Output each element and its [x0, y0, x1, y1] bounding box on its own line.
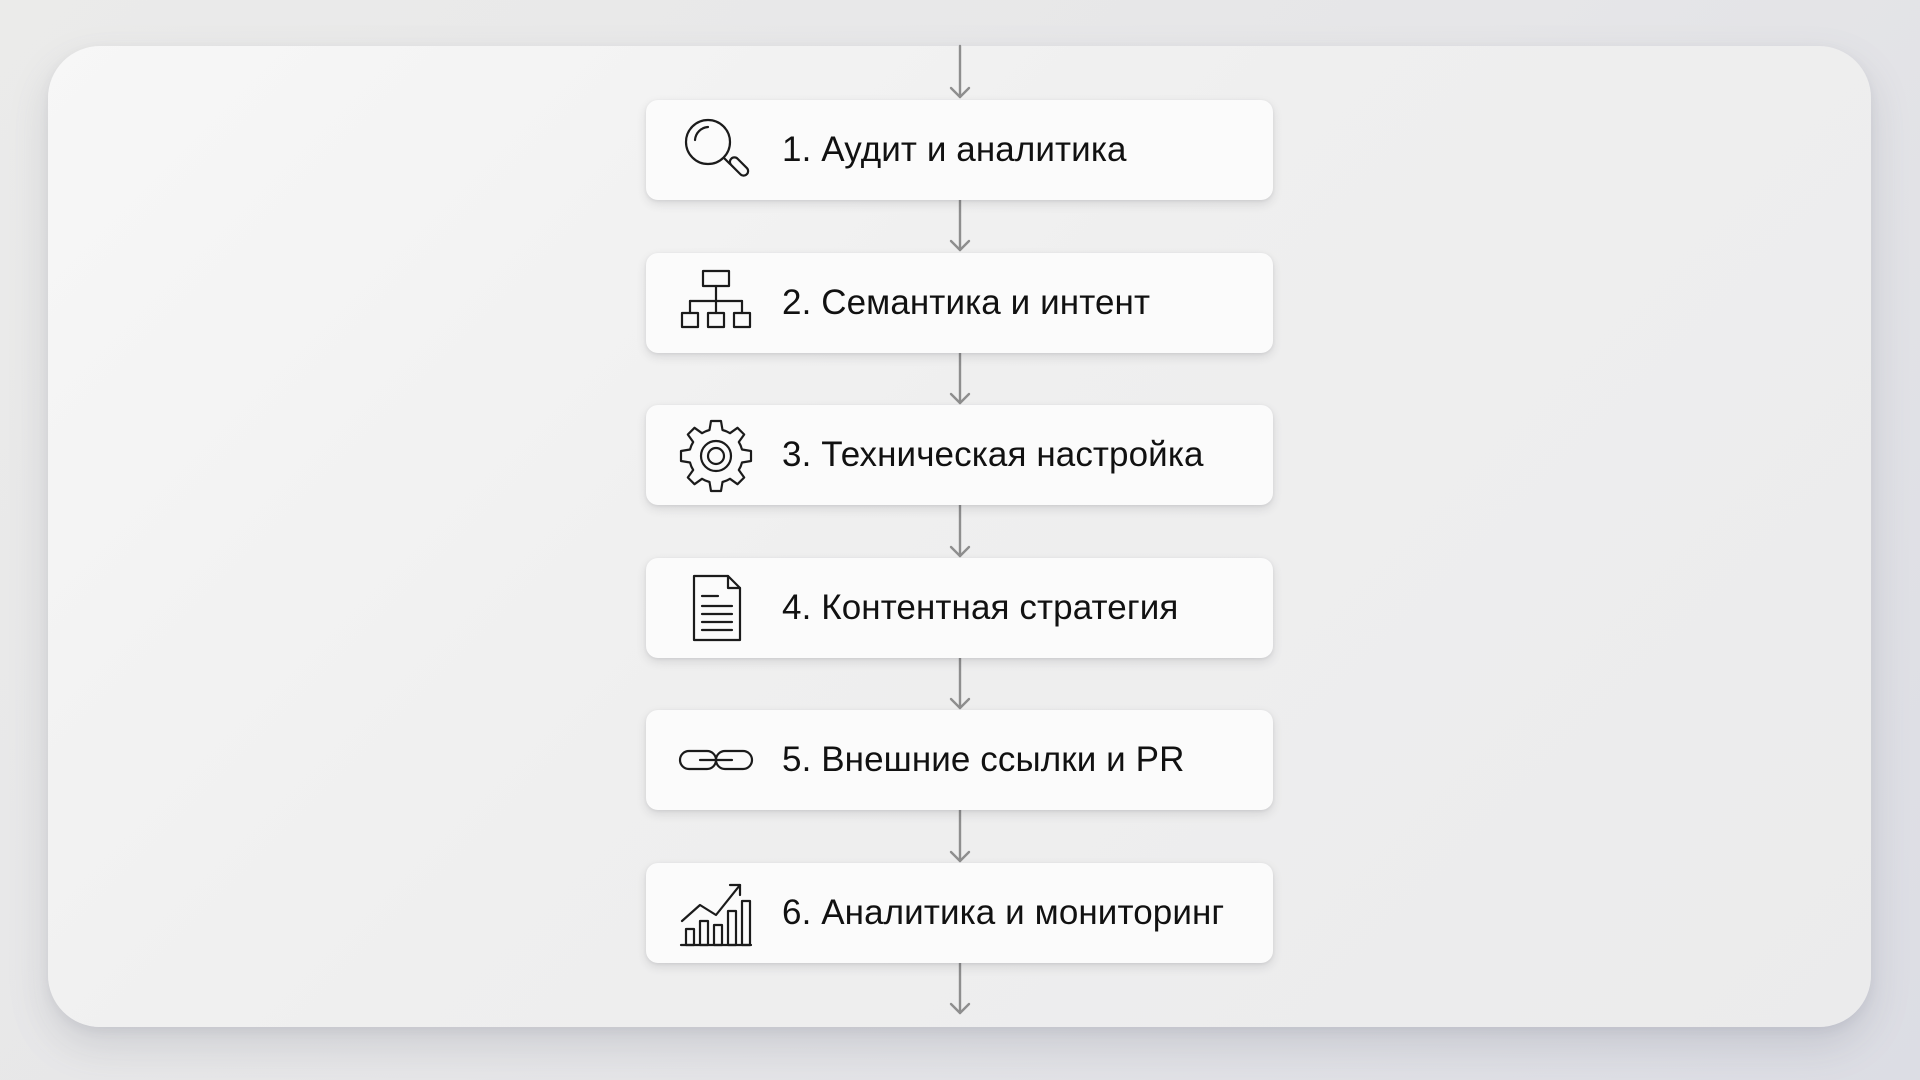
step-card-audit: 1. Аудит и аналитика — [646, 100, 1273, 200]
link-icon — [678, 722, 754, 798]
step-card-technical: 3. Техническая настройка — [646, 405, 1273, 505]
step-card-content: 4. Контентная стратегия — [646, 558, 1273, 658]
hierarchy-icon — [678, 265, 754, 341]
step-label-semantics: 2. Семантика и интент — [782, 283, 1151, 322]
step-label-monitoring: 6. Аналитика и мониторинг — [782, 893, 1225, 932]
step-card-links: 5. Внешние ссылки и PR — [646, 710, 1273, 810]
step-label-audit: 1. Аудит и аналитика — [782, 130, 1127, 169]
magnifier-icon — [678, 112, 754, 188]
document-icon — [678, 570, 754, 646]
step-label-content: 4. Контентная стратегия — [782, 588, 1179, 627]
step-card-semantics: 2. Семантика и интент — [646, 253, 1273, 353]
gear-icon — [678, 417, 754, 493]
step-label-technical: 3. Техническая настройка — [782, 435, 1204, 474]
step-card-monitoring: 6. Аналитика и мониторинг — [646, 863, 1273, 963]
step-label-links: 5. Внешние ссылки и PR — [782, 740, 1185, 779]
growth-chart-icon — [678, 875, 754, 951]
